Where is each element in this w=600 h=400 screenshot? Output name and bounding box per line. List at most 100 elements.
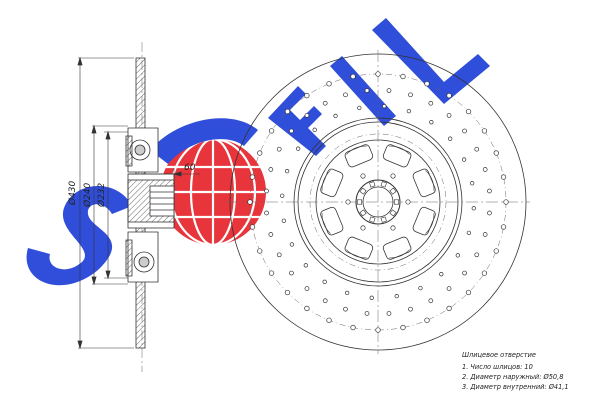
- rivet-hole: [344, 290, 350, 296]
- side-section-view: [77, 42, 200, 372]
- spline-note-item: 3. Диаметр внутренний: Ø41,1: [462, 383, 569, 391]
- spring-window: [382, 236, 412, 260]
- spline-tooth: [357, 199, 363, 205]
- spring-coil: [321, 213, 331, 234]
- rivet-hole: [257, 248, 263, 254]
- rivet-hole: [268, 167, 274, 172]
- rivet-hole: [326, 317, 332, 323]
- rivet-hole: [500, 174, 507, 180]
- rivet-hole: [322, 100, 328, 106]
- rivet-hole: [357, 105, 362, 110]
- rivet-hole: [322, 279, 327, 284]
- rivet-hole: [482, 167, 488, 172]
- damper-spring: [344, 144, 374, 168]
- rivet-hole: [462, 128, 467, 134]
- rivet-hole: [462, 270, 467, 276]
- flange-rivet: [360, 173, 366, 179]
- spline-tooth: [369, 181, 376, 188]
- dim-overall-diameter: Ø430: [67, 180, 78, 206]
- rivet-hole: [343, 92, 348, 98]
- front-view-disc: [226, 50, 530, 354]
- rivet-hole: [322, 298, 328, 304]
- rivet-hole: [408, 92, 413, 98]
- damper-spring: [412, 168, 436, 198]
- rivet-hole: [386, 88, 392, 93]
- rivet-hole: [424, 317, 430, 323]
- flange-rivet: [405, 199, 411, 205]
- spline-tooth: [389, 209, 397, 217]
- rivet-hole: [406, 108, 412, 114]
- rivet-hole: [500, 224, 507, 230]
- spring-window: [412, 206, 436, 236]
- spline-note-item: 1. Число шлицов: 10: [462, 363, 533, 371]
- rivet-hole: [312, 127, 317, 132]
- rivet-hole: [281, 218, 286, 223]
- rivet-hole: [284, 289, 291, 296]
- rivet-hole: [465, 108, 472, 115]
- flange-rivets: [345, 173, 411, 231]
- watermark-letters: [26, 18, 490, 286]
- rivet-hole: [364, 311, 370, 316]
- rivet-hole: [428, 298, 434, 304]
- spline-notes-title: Шлицевое отверстие: [462, 351, 536, 359]
- spline-tooth: [389, 187, 397, 195]
- spline-tooth: [359, 187, 367, 195]
- sofil-watermark-logo: [26, 18, 490, 286]
- flange-rivet: [360, 225, 366, 231]
- rivet-hole: [481, 128, 488, 134]
- rivet-hole: [326, 81, 332, 87]
- spline-tooth: [380, 181, 387, 188]
- rivet-hole: [375, 327, 381, 333]
- rivet-hole: [446, 305, 452, 312]
- rivet-hole: [276, 252, 282, 258]
- rivet-hole: [386, 311, 392, 316]
- rivet-hole: [446, 113, 452, 118]
- rivet-hole: [249, 174, 256, 180]
- spring-window: [344, 236, 374, 260]
- dim-hub-width: 60: [184, 163, 196, 173]
- rivet-hole: [455, 253, 460, 258]
- rivet-hole: [428, 100, 434, 106]
- spring-coil: [346, 145, 367, 155]
- rivet-hole: [487, 188, 492, 194]
- rivet-hole: [289, 128, 294, 134]
- rivet-hole: [466, 230, 472, 236]
- spring-coil: [346, 249, 367, 259]
- rivet-hole: [333, 113, 338, 119]
- damper-spring: [320, 206, 344, 236]
- flange-rivet: [390, 173, 396, 179]
- rivet-hole: [400, 324, 406, 331]
- rivet-hole: [418, 285, 423, 291]
- rivet-hole: [429, 120, 434, 125]
- rivet-hole: [350, 324, 356, 331]
- rivet-hole: [264, 210, 269, 216]
- rivet-hole: [304, 92, 310, 99]
- rivet-hole: [481, 270, 488, 276]
- rivet-hole: [439, 272, 444, 277]
- rivet-hole: [474, 252, 480, 258]
- damper-spring: [344, 236, 374, 260]
- rivet-hole: [465, 289, 472, 296]
- rivet-hole: [471, 206, 476, 211]
- spline-tooth: [393, 199, 399, 205]
- rivet-hole: [304, 113, 310, 118]
- spring-coil: [425, 170, 435, 191]
- rivet-hole: [268, 270, 275, 276]
- rivet-hole: [394, 294, 399, 299]
- spring-coil: [425, 213, 435, 234]
- rivet-hole: [493, 248, 499, 254]
- rivet-hole: [284, 168, 290, 174]
- damper-spring: [320, 168, 344, 198]
- damper-spring: [382, 144, 412, 168]
- rivet-hole: [375, 71, 381, 77]
- spring-window: [382, 144, 412, 168]
- rivet-hole: [503, 199, 509, 205]
- dim-inner-diameter-2: Ø232: [96, 182, 107, 208]
- rivet-hole: [304, 305, 310, 312]
- rivet-hole: [249, 224, 256, 230]
- rivet-hole: [264, 188, 269, 194]
- spring-coil: [389, 145, 410, 155]
- rivet-hole: [448, 136, 453, 141]
